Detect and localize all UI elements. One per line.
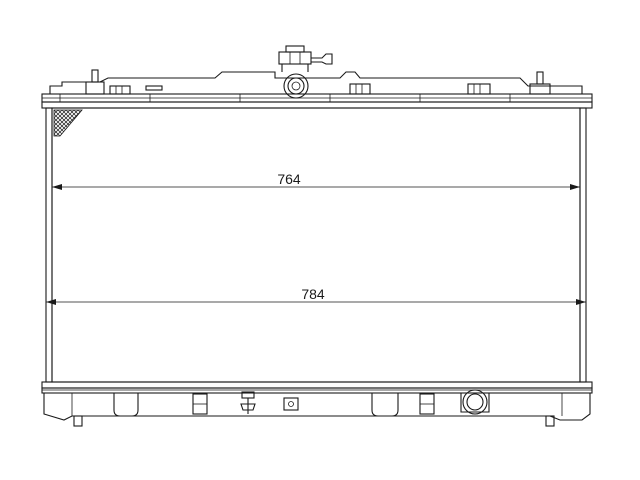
outlet-pipe [460, 389, 490, 415]
left-mount-pin [85, 69, 105, 95]
drain-plug [240, 391, 256, 414]
sensor-port [283, 397, 299, 411]
dimension-764-label: 764 [277, 171, 301, 187]
bottom-mount-pins [73, 415, 555, 427]
right-mount-pin [529, 71, 551, 95]
bottom-tank [41, 381, 593, 427]
dimension-784-label: 784 [301, 286, 325, 302]
top-tank-clips [109, 83, 491, 95]
radiator-cap [278, 45, 333, 99]
top-header-ribs [59, 94, 511, 102]
radiator-core [45, 107, 587, 383]
core-fin-hatch [53, 109, 83, 137]
dimension-784: 784 [46, 286, 586, 305]
top-tank [41, 45, 593, 109]
dimension-764: 764 [52, 171, 580, 190]
